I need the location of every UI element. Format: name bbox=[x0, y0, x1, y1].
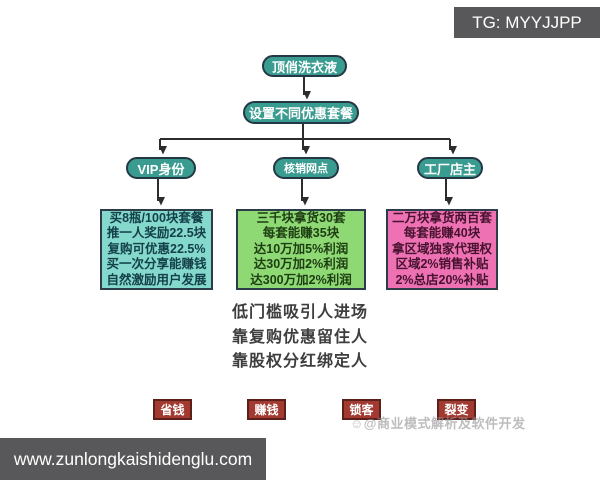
branch-line: 三千块拿货30套 bbox=[256, 210, 346, 225]
branch-line: 区域2%销售补贴 bbox=[395, 257, 489, 272]
statement-line: 靠复购优惠留住人 bbox=[231, 328, 368, 346]
branch-header-gongchang: 工厂店主 bbox=[417, 157, 483, 179]
step2-node: 设置不同优惠套餐 bbox=[243, 101, 359, 124]
branch-line: 推一人奖励22.5块 bbox=[106, 226, 207, 241]
root-node: 顶俏洗衣液 bbox=[262, 55, 347, 77]
branch-box-gongchang: 二万块拿货两百套 每套能赚40块 拿区域独家代理权 区域2%销售补贴 2%总店2… bbox=[386, 209, 498, 290]
branch-line: 复购可优惠22.5% bbox=[107, 241, 206, 256]
branch-line: 每套能赚40块 bbox=[403, 226, 481, 241]
footer-url-bar: www.zunlongkaishidenglu.com bbox=[0, 438, 266, 480]
statement-line: 低门槛吸引人进场 bbox=[231, 304, 368, 321]
branch-line: 达10万加5%利润 bbox=[253, 241, 349, 256]
tag-zhuanqian: 赚钱 bbox=[247, 399, 286, 420]
branch-line: 买8瓶/100块套餐 bbox=[109, 210, 204, 225]
branch-line: 达300万加2%利润 bbox=[250, 272, 352, 287]
tag-shengqian: 省钱 bbox=[153, 399, 192, 420]
watermark-text: ☺@商业模式解析及软件开发 bbox=[350, 416, 526, 431]
branch-box-hexiao: 三千块拿货30套 每套能赚35块 达10万加5%利润 达30万加2%利润 达30… bbox=[236, 209, 366, 290]
branch-line: 买一次分享能赚钱 bbox=[106, 257, 207, 272]
key-statements: 低门槛吸引人进场 靠复购优惠留住人 靠股权分红绑定人 bbox=[0, 301, 600, 375]
tag-suoke: 锁客 bbox=[342, 399, 381, 420]
branch-line: 达30万加2%利润 bbox=[253, 257, 349, 272]
branch-line: 2%总店20%补贴 bbox=[395, 272, 489, 287]
branch-line: 拿区域独家代理权 bbox=[391, 241, 492, 256]
branch-header-vip: VIP身份 bbox=[126, 157, 196, 179]
telegram-badge: TG: MYYJJPP bbox=[454, 7, 600, 38]
branch-header-hexiao: 核销网点 bbox=[273, 157, 339, 179]
branch-line: 自然激励用户发展 bbox=[106, 272, 207, 287]
tag-liebian: 裂变 bbox=[437, 399, 476, 420]
statement-line: 靠股权分红绑定人 bbox=[231, 353, 368, 370]
branch-box-vip: 买8瓶/100块套餐 推一人奖励22.5块 复购可优惠22.5% 买一次分享能赚… bbox=[100, 209, 213, 290]
branch-line: 每套能赚35块 bbox=[262, 226, 340, 241]
branch-line: 二万块拿货两百套 bbox=[391, 210, 492, 225]
